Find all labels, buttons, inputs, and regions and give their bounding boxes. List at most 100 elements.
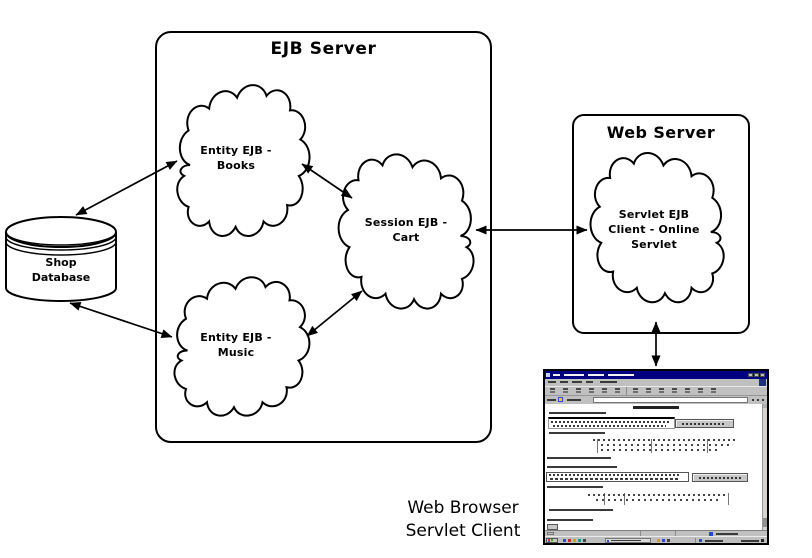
mini-taskbar-icon bbox=[699, 539, 702, 542]
mini-menu-item bbox=[586, 381, 593, 383]
mini-taskbar-button-icon bbox=[607, 540, 609, 542]
mini-window-icon bbox=[546, 373, 550, 377]
mini-start-button bbox=[546, 538, 558, 543]
database-label-line1: Shop bbox=[45, 256, 77, 269]
mini-taskbar-active-button bbox=[605, 538, 651, 543]
mini-browser-screenshot bbox=[543, 369, 769, 545]
mini-taskbar-icon bbox=[573, 539, 576, 542]
books-cloud-label: Entity EJB - Books bbox=[166, 143, 306, 173]
mini-text-line bbox=[547, 457, 611, 459]
database-label: Shop Database bbox=[1, 255, 121, 285]
mini-cart-table-music bbox=[582, 492, 734, 506]
mini-scroll-thumb bbox=[763, 518, 767, 527]
mini-minimize-button bbox=[748, 373, 753, 377]
cart-label-line2: Cart bbox=[392, 231, 420, 244]
mini-status-separator bbox=[675, 531, 676, 536]
mini-toolbar-button bbox=[576, 388, 581, 394]
mini-location-label bbox=[547, 399, 556, 401]
mini-clock-text bbox=[741, 540, 759, 542]
mini-add-music-button bbox=[692, 473, 748, 482]
mini-taskbar-icon bbox=[583, 539, 586, 542]
mini-taskbar-button-text bbox=[611, 540, 641, 541]
mini-browser-menubar bbox=[545, 379, 767, 386]
mini-scrollbar bbox=[762, 404, 767, 530]
caption-line1: Web Browser bbox=[407, 498, 519, 518]
mini-page-content bbox=[545, 404, 767, 530]
mini-title-text bbox=[588, 374, 604, 376]
mini-page-heading bbox=[633, 406, 679, 409]
mini-toolbar-button bbox=[602, 388, 607, 394]
mini-menu-item bbox=[600, 381, 617, 383]
mini-start-logo bbox=[548, 539, 550, 541]
mini-taskbar-icon bbox=[568, 539, 571, 542]
mini-text-line bbox=[549, 412, 606, 414]
mini-cart-table-books bbox=[589, 438, 741, 454]
servlet-cloud-label: Servlet EJB Client - Online Servlet bbox=[582, 207, 726, 252]
mini-location-text bbox=[567, 399, 581, 401]
ejb-server-box: EJB Server bbox=[155, 31, 492, 443]
mini-text-line bbox=[547, 466, 617, 468]
mini-text-line bbox=[547, 486, 603, 488]
mini-toolbar-button bbox=[711, 388, 716, 394]
browser-caption: Web Browser Servlet Client bbox=[378, 497, 548, 543]
mini-listbox-books bbox=[548, 417, 675, 429]
mini-add-books-button bbox=[675, 419, 734, 428]
mini-menu-item bbox=[560, 381, 568, 383]
mini-toolbar-button bbox=[698, 388, 703, 394]
mini-browser-logo-icon bbox=[759, 379, 766, 386]
mini-scroll-up-button bbox=[763, 404, 767, 408]
cart-cloud-label: Session EJB - Cart bbox=[334, 215, 478, 245]
mini-addr-dot bbox=[757, 399, 759, 401]
caption-line2: Servlet Client bbox=[405, 521, 521, 541]
mini-url-field bbox=[593, 397, 748, 403]
books-label-line2: Books bbox=[216, 159, 256, 172]
mini-toolbar-button bbox=[672, 388, 677, 394]
mini-toolbar-button bbox=[633, 388, 638, 394]
arrow-db-books bbox=[75, 160, 178, 216]
music-cloud-label: Entity EJB - Music bbox=[166, 330, 306, 360]
mini-taskbar bbox=[545, 536, 767, 543]
arrow-music-cart bbox=[306, 290, 363, 337]
database-cylinder bbox=[5, 216, 117, 302]
mini-taskbar-icon bbox=[662, 539, 665, 542]
mini-toolbar-button bbox=[563, 388, 568, 394]
arrow-books-cart bbox=[301, 163, 353, 199]
mini-close-button bbox=[760, 373, 765, 377]
mini-status-text bbox=[716, 533, 738, 535]
mini-toolbar-button bbox=[659, 388, 664, 394]
mini-status-icon bbox=[709, 532, 713, 536]
mini-browser-addressbar bbox=[545, 396, 767, 404]
mini-taskbar-icon bbox=[563, 539, 566, 542]
mini-addr-dot bbox=[752, 399, 754, 401]
music-label-line2: Music bbox=[217, 346, 255, 359]
mini-taskbar-icon bbox=[657, 539, 660, 542]
mini-start-logo bbox=[548, 541, 550, 542]
mini-title-text bbox=[608, 374, 634, 376]
mini-status-separator bbox=[640, 531, 641, 536]
mini-start-logo bbox=[551, 541, 553, 542]
mini-toolbar-button bbox=[589, 388, 594, 394]
mini-title-text bbox=[553, 374, 560, 376]
servlet-label-line2: Client - Online bbox=[608, 223, 700, 236]
books-label-line1: Entity EJB - bbox=[200, 144, 272, 157]
mini-text-line bbox=[549, 432, 605, 434]
mini-browser-toolbar bbox=[545, 386, 767, 396]
ejb-server-title: EJB Server bbox=[270, 39, 377, 59]
cart-label-line1: Session EJB - bbox=[364, 216, 448, 229]
mini-status-key-icon bbox=[547, 532, 554, 535]
mini-browser-statusbar bbox=[545, 530, 767, 536]
mini-taskbar-separator bbox=[695, 538, 696, 543]
mini-toolbar-separator bbox=[626, 387, 627, 395]
mini-toolbar-button bbox=[615, 388, 620, 394]
mini-listbox-music bbox=[546, 472, 689, 482]
mini-menu-item bbox=[548, 381, 556, 383]
mini-taskbar-icon bbox=[578, 539, 581, 542]
mini-text-line bbox=[547, 519, 593, 521]
mini-toolbar-button bbox=[550, 388, 555, 394]
servlet-label-line1: Servlet EJB bbox=[618, 208, 690, 221]
mini-menu-item bbox=[572, 381, 582, 383]
mini-tray-icon bbox=[761, 539, 764, 542]
mini-bookmark-icon bbox=[558, 397, 563, 402]
